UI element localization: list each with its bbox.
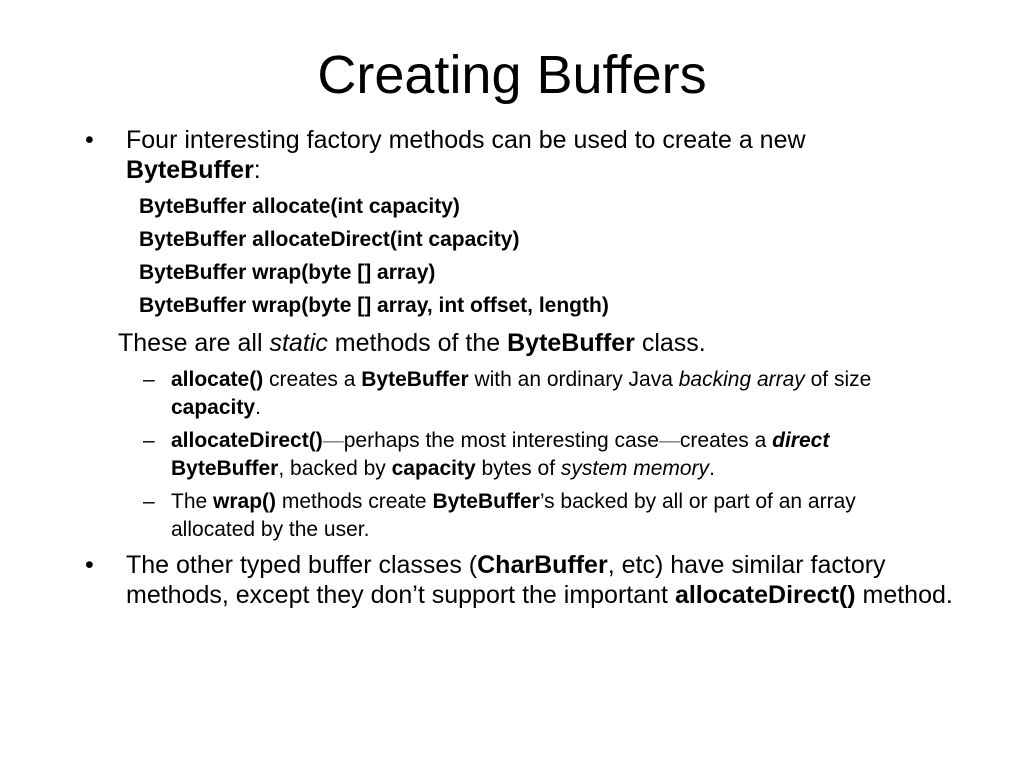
signature-wrap-array-offset: ByteBuffer wrap(byte [] array, int offse… — [139, 294, 609, 317]
dash-marker: – — [143, 490, 155, 513]
sub-bullet-text: allocateDirect()—perhaps the most intere… — [171, 429, 830, 480]
sub-bullet-text: allocate() creates a ByteBuffer with an … — [171, 368, 872, 419]
signature-allocate-direct: ByteBuffer allocateDirect(int capacity) — [139, 228, 520, 251]
signature-wrap-array: ByteBuffer wrap(byte [] array) — [139, 261, 436, 284]
sub-bullet-allocate: – allocate() creates a ByteBuffer with a… — [143, 366, 923, 422]
dash-marker: – — [143, 368, 155, 391]
bullet-text: Four interesting factory methods can be … — [126, 126, 806, 184]
sub-bullet-wrap: – The wrap() methods create ByteBuffer’s… — [143, 488, 923, 544]
signature-allocate: ByteBuffer allocate(int capacity) — [139, 195, 460, 218]
static-methods-line: These are all static methods of the Byte… — [118, 329, 706, 357]
bullet-marker: • — [85, 551, 94, 579]
sub-bullet-allocate-direct: – allocateDirect()—perhaps the most inte… — [143, 427, 923, 483]
dash-marker: – — [143, 429, 155, 452]
bullet-text: The other typed buffer classes (CharBuff… — [126, 551, 953, 609]
sub-bullet-text: The wrap() methods create ByteBuffer’s b… — [171, 490, 856, 541]
bullet-factory-methods: • Four interesting factory methods can b… — [85, 125, 955, 185]
slide-title: Creating Buffers — [317, 45, 707, 105]
bullet-other-buffers: • The other typed buffer classes (CharBu… — [85, 550, 955, 610]
bullet-marker: • — [85, 126, 94, 154]
